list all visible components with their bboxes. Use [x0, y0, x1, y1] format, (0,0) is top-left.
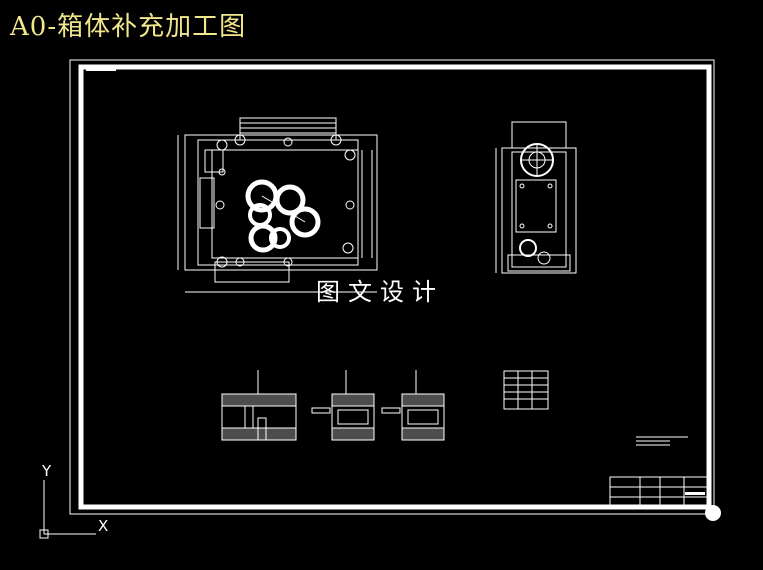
section-view-3 [381, 370, 445, 441]
outer-frame [69, 59, 715, 515]
frame-corner-dot [705, 505, 721, 521]
parameter-table [503, 370, 549, 410]
section-view-2 [311, 370, 375, 441]
section-view-1 [221, 370, 297, 441]
drawing-title: A0-箱体补充加工图 [10, 12, 247, 42]
front-view [177, 117, 378, 293]
title-block [609, 476, 709, 508]
ucs-x-label: X [98, 517, 108, 535]
ucs-icon [39, 480, 96, 539]
corner-tag [86, 66, 116, 71]
watermark-text: 图文设计 [316, 278, 444, 306]
side-view [495, 121, 577, 274]
technical-notes [636, 436, 688, 446]
inner-frame [78, 64, 712, 510]
ucs-y-label: Y [41, 462, 52, 480]
